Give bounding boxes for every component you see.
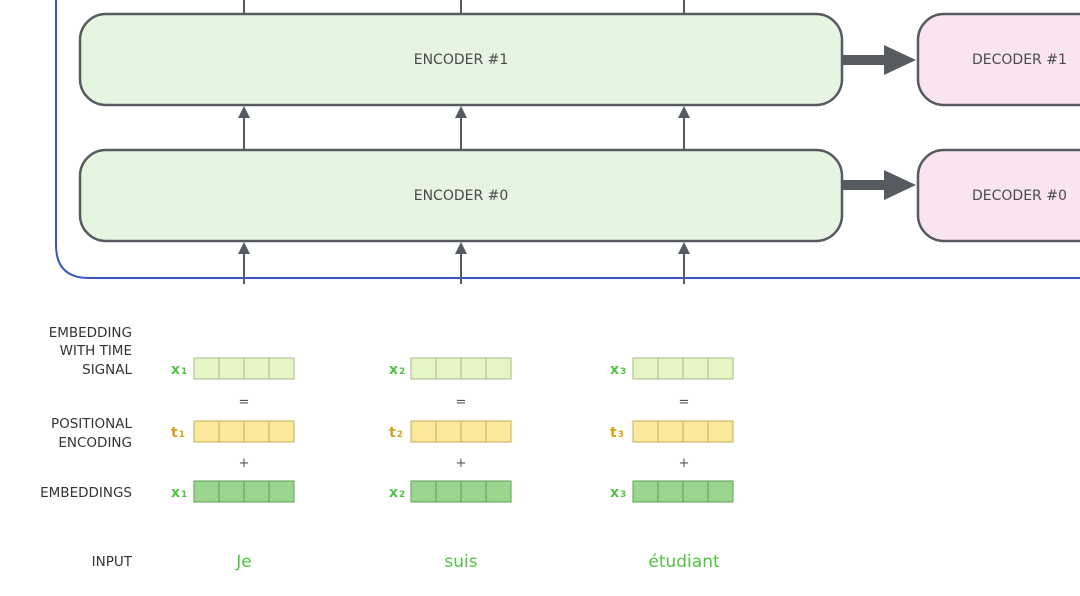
time-signal-vector-cell: [460, 357, 487, 380]
positional-vector-cell: [460, 420, 487, 443]
time-signal-vector-label-3: x3: [610, 362, 626, 378]
time-signal-vector-cell: [682, 357, 709, 380]
decoder-1-block: [916, 12, 1080, 107]
input-word-3: étudiant: [648, 552, 720, 572]
embedding-vector-cell: [435, 480, 462, 503]
label-embedding-with-time-signal-2: WITH TIME: [60, 343, 132, 359]
embedding-vector-cell: [682, 480, 709, 503]
time-signal-vector-label-2: x2: [389, 362, 405, 378]
label-positional-encoding-2: ENCODING: [58, 435, 132, 451]
embedding-vector-cell: [410, 480, 437, 503]
row-labels: EMBEDDING WITH TIME SIGNAL POSITIONAL EN…: [40, 325, 133, 570]
positional-vector-cell: [218, 420, 245, 443]
arrows-top: [243, 0, 685, 14]
embedding-vector-cell: [460, 480, 487, 503]
label-embeddings: EMBEDDINGS: [40, 485, 132, 501]
label-embedding-with-time-signal-3: SIGNAL: [82, 362, 132, 378]
positional-vector-label-1: t1: [171, 425, 185, 441]
encoder-stack-border: [55, 0, 1080, 279]
embedding-vector-cell: [243, 480, 270, 503]
time-signal-vector-cell: [218, 357, 245, 380]
positional-vector-cell: [657, 420, 684, 443]
embedding-vector-cell: [632, 480, 659, 503]
decoder-0-block: [916, 148, 1080, 243]
equals-operator: =: [456, 395, 467, 410]
positional-vector-cell: [707, 420, 734, 443]
arrows-between-encoders: [238, 106, 690, 150]
embedding-vector-cell: [268, 480, 295, 503]
equals-operator: =: [679, 395, 690, 410]
column-3: x3 t3 x3 = + étudiant: [610, 357, 734, 572]
encoder-to-decoder-arrow-0: [842, 170, 916, 200]
embedding-vector-cell: [193, 480, 220, 503]
time-signal-vector-label-1: x1: [171, 362, 187, 378]
plus-operator: +: [239, 456, 250, 471]
label-positional-encoding-1: POSITIONAL: [51, 416, 133, 432]
arrows-into-encoder-0: [238, 242, 690, 284]
plus-operator: +: [456, 456, 467, 471]
encoder-1-label: ENCODER #1: [414, 52, 509, 68]
time-signal-vector-cell: [707, 357, 734, 380]
time-signal-vector-cell: [485, 357, 512, 380]
embedding-vector-cell: [485, 480, 512, 503]
column-1: x1 t1 x1 = + Je: [171, 357, 295, 572]
time-signal-vector-cell: [243, 357, 270, 380]
embedding-vector-label-3: x3: [610, 485, 626, 501]
vector-columns: x1 t1 x1 = + Je x2 t2 x2 = + suis x3 t3 x3 = + étudiant: [171, 357, 734, 572]
positional-vector-cell: [243, 420, 270, 443]
time-signal-vector-cell: [657, 357, 684, 380]
positional-vector-cell: [268, 420, 295, 443]
embedding-vector-label-2: x2: [389, 485, 405, 501]
encoder-0-block: [78, 148, 844, 243]
input-word-1: Je: [235, 552, 251, 572]
equals-operator: =: [239, 395, 250, 410]
decoder-1-label: DECODER #1: [972, 52, 1067, 68]
positional-vector-label-2: t2: [389, 425, 403, 441]
column-2: x2 t2 x2 = + suis: [389, 357, 512, 572]
input-word-2: suis: [444, 552, 477, 572]
embedding-vector-cell: [218, 480, 245, 503]
embedding-vector-cell: [707, 480, 734, 503]
time-signal-vector-cell: [435, 357, 462, 380]
positional-vector-cell: [632, 420, 659, 443]
plus-operator: +: [679, 456, 690, 471]
positional-vector-cell: [682, 420, 709, 443]
time-signal-vector-cell: [632, 357, 659, 380]
positional-vector-label-3: t3: [610, 425, 624, 441]
time-signal-vector-cell: [193, 357, 220, 380]
embedding-vector-label-1: x1: [171, 485, 187, 501]
label-embedding-with-time-signal-1: EMBEDDING: [49, 325, 132, 341]
time-signal-vector-cell: [268, 357, 295, 380]
embedding-vector-cell: [657, 480, 684, 503]
positional-vector-cell: [410, 420, 437, 443]
positional-vector-cell: [193, 420, 220, 443]
encoder-0-label: ENCODER #0: [414, 188, 509, 204]
positional-vector-cell: [435, 420, 462, 443]
encoder-to-decoder-arrow-1: [842, 45, 916, 75]
positional-vector-cell: [485, 420, 512, 443]
time-signal-vector-cell: [410, 357, 437, 380]
label-input: INPUT: [92, 554, 133, 570]
decoder-0-label: DECODER #0: [972, 188, 1067, 204]
